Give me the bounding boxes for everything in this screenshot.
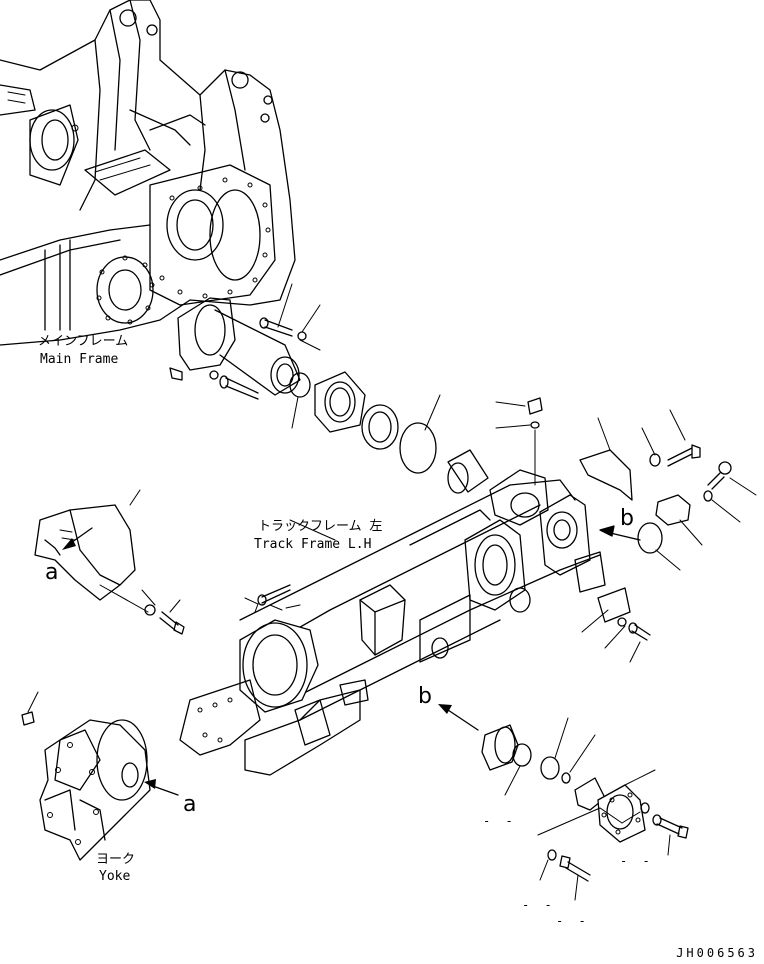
track-frame-label-en: Track Frame L.H xyxy=(254,537,372,552)
part-number-placeholder-2: - - xyxy=(620,854,654,868)
main-frame-label-en: Main Frame xyxy=(40,352,119,367)
yoke-label-en: Yoke xyxy=(99,869,131,884)
yoke-label-jp: ヨーク xyxy=(96,852,136,867)
pivot-shaft-assembly xyxy=(169,283,489,494)
track-frame-leader xyxy=(289,519,336,541)
cover-a-assembly xyxy=(34,489,185,635)
track-frame-drawing xyxy=(179,469,606,776)
part-number-placeholder-1: - - xyxy=(483,814,517,828)
callout-a-left: a xyxy=(45,560,59,585)
callout-b-upper: b xyxy=(620,506,634,531)
main-frame-drawing xyxy=(0,0,296,346)
part-number-placeholder-4: - - xyxy=(556,914,590,928)
callout-b-lower: b xyxy=(418,684,432,709)
main-frame-label-jp: メインフレーム xyxy=(38,334,129,349)
track-frame-label-jp: トラックフレーム 左 xyxy=(258,519,383,534)
part-number-placeholder-3: - - xyxy=(522,898,556,912)
drawing-code: JH006563 xyxy=(676,946,758,960)
right-parts xyxy=(495,397,757,663)
callout-a-lower: a xyxy=(183,792,197,817)
yoke-drawing xyxy=(21,691,179,861)
lower-b-parts xyxy=(438,704,689,901)
